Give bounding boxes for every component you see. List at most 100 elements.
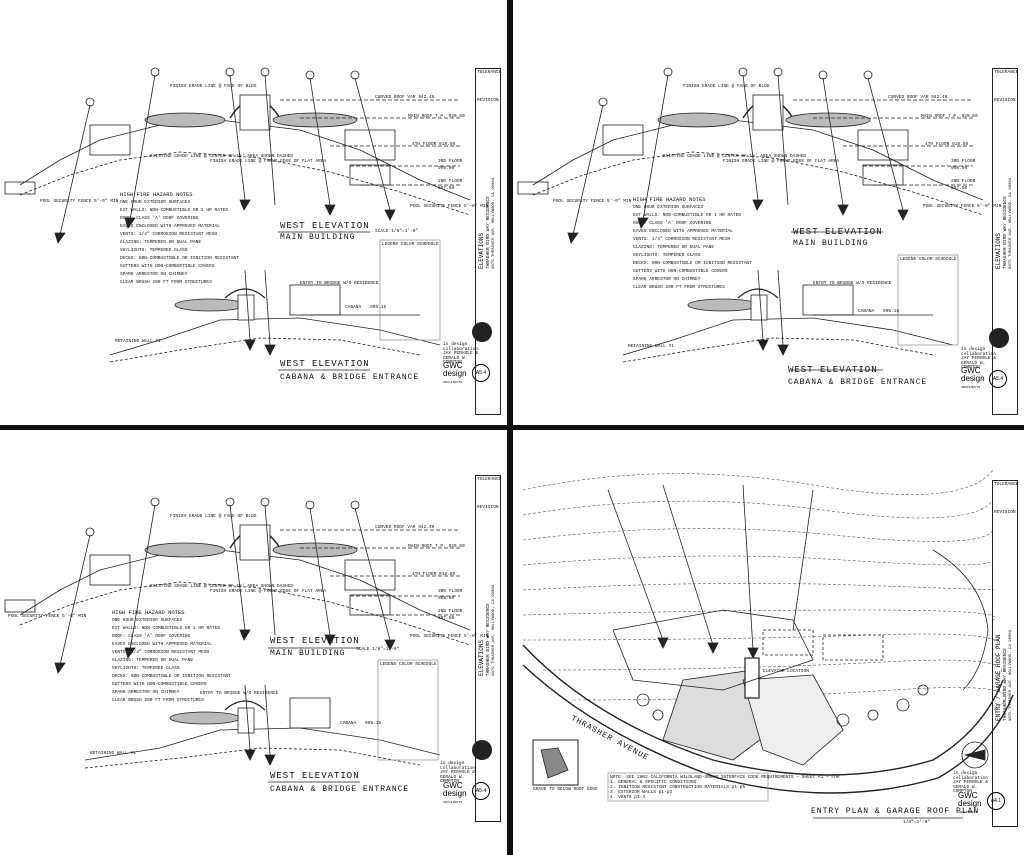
second-floor-elev: 897.50: [951, 186, 968, 191]
fire-note: CLEAR BRUSH 200 FT FROM STRUCTURES: [120, 280, 212, 285]
plan-note: 2. IGNITION RESISTANT CONSTRUCTION MATER…: [610, 785, 746, 790]
pool-fence-left-label: POOL SECURITY FENCE 5'-0" MIN: [8, 614, 87, 619]
plan-note: 1. GENERAL & SPECIFIC CONDITIONS: [610, 780, 697, 785]
fire-notes-title: HIGH FIRE HAZARD NOTES: [120, 191, 193, 198]
tb-title: ELEVATIONS: [478, 232, 485, 269]
elevation-drawing: [4, 497, 471, 783]
plan-note: NOTE: SEE 2002 CALIFORNIA WILDLAND-URBAN…: [610, 775, 840, 780]
fire-note: DECKS: NON-COMBUSTIBLE OR IGNITION RESIS…: [120, 256, 239, 261]
tb-project: THRASHER BIRD WAY RESIDENCE: [1003, 648, 1008, 721]
elevation-drawing: [4, 67, 471, 371]
entry-bridge-label: ENTRY TO BRIDGE W/O RESIDENCE: [813, 281, 892, 286]
retaining-wall-label: RETAINING WALL #1: [628, 344, 674, 349]
designer-credit: in design collaboration JAY PERHOLE & GE…: [443, 342, 479, 365]
fire-note: SPARK ARRESTOR ON CHIMNEY: [112, 690, 180, 695]
plan-note: 4. VENTS p1-4: [610, 795, 646, 800]
retaining-wall-label: RETAINING WALL #1: [90, 751, 136, 756]
tb-address: 9875 THRASHER AVE. HOLLYWOOD, CA 90069: [1009, 629, 1013, 721]
fire-note: SPARK ARRESTOR ON CHIMNEY: [633, 277, 701, 282]
fire-note: ONE HOUR EXTERIOR SURFACES: [633, 205, 704, 210]
fire-note: GLAZING: TEMPERED OR DUAL PANE: [112, 658, 194, 663]
tolerance-label: TOLERANCE: [994, 482, 1019, 487]
sheet-number: A5.4: [989, 370, 1007, 388]
firm-name: GWC: [958, 791, 978, 800]
tb-address: 9875 THRASHER AVE. HOLLYWOOD, CA 90069: [1009, 177, 1013, 269]
entry-bridge-label: ENTRY TO BRIDGE W/O RESIDENCE: [200, 691, 279, 696]
fire-note: GUTTERS WITH NON-COMBUSTIBLE COVERS: [633, 269, 728, 274]
third-floor-elev: 908.00: [951, 166, 968, 171]
plan-note: 3. EXTERIOR WALLS p1-p3: [610, 790, 673, 795]
north-dot: [472, 322, 492, 342]
tb-address: 9875 THRASHER AVE. HOLLYWOOD, CA 90069: [492, 177, 496, 269]
cabana-elevation-title: WEST ELEVATION: [270, 771, 360, 781]
cabana-elevation-subtitle: CABANA & BRIDGE ENTRANCE: [280, 373, 420, 382]
cabana-elevation-title: WEST ELEVATION: [788, 365, 878, 375]
firm-name-2: design: [958, 799, 982, 808]
main-roof-label: MAIN ROOF T.P. 929.50: [408, 114, 465, 119]
main-elevation-subtitle: MAIN BUILDING: [270, 649, 346, 658]
fire-note: DECKS: NON-COMBUSTIBLE OR IGNITION RESIS…: [633, 261, 752, 266]
fire-note: SKYLIGHTS: TEMPERED GLASS: [633, 253, 701, 258]
scale-label: SCALE 1/8"=1'-0": [356, 647, 400, 652]
notes-block-head: LEGEND COLOR SCHEDULE: [382, 242, 439, 247]
cabana-label: CABANA: [340, 721, 357, 726]
elevation-sheet-2: CURVED ROOF VAR 942.46 MAIN ROOF T.P. 92…: [513, 0, 1024, 425]
third-floor-label: 3RD FLOOR: [438, 159, 463, 164]
main-elevation-subtitle: MAIN BUILDING: [793, 239, 869, 248]
fire-note: SPARK ARRESTOR ON CHIMNEY: [120, 272, 188, 277]
existing-grade-label: EXISTING GRADE LINE @ CENTER OF 15' AREA…: [150, 154, 294, 159]
fire-note: GLAZING: TEMPERED OR DUAL PANE: [120, 240, 202, 245]
revision-label: REVISION: [477, 98, 499, 103]
main-elevation-title: WEST ELEVATION: [280, 221, 370, 231]
title-block: TOLERANCE REVISION ELEVATIONS THRASHER B…: [992, 68, 1018, 415]
tb-title: ELEVATIONS: [478, 639, 485, 676]
title-block: TOLERANCE REVISION ENTRY / GARAGE ROOF P…: [992, 480, 1018, 827]
fire-note: GLAZING: TEMPERED OR DUAL PANE: [633, 245, 715, 250]
second-floor-elev: 897.50: [438, 616, 455, 621]
curved-roof-label: CURVED ROOF VAR 942.46: [375, 95, 435, 100]
main-elevation-title: WEST ELEVATION: [793, 227, 883, 237]
firm-name-3: ARCHITECTS: [958, 810, 978, 814]
tb-title: ELEVATIONS: [995, 232, 1002, 269]
fire-note: ONE HOUR EXTERIOR SURFACES: [112, 618, 183, 623]
tolerance-label: TOLERANCE: [477, 70, 502, 75]
firm-name-2: design: [961, 374, 985, 383]
firm-name: GWC: [443, 781, 463, 790]
pool-fence-left-label: POOL SECURITY FENCE 5'-0" MIN: [40, 199, 119, 204]
fire-note: CLEAR BRUSH 200 FT FROM STRUCTURES: [112, 698, 204, 703]
finish-grade-face-label: FINISH GRADE LINE @ FACE OF BLDG: [170, 84, 257, 89]
key-map-caption: GRADE TO BELOW ROOF EDGE: [533, 787, 598, 792]
scale-label: SCALE 1/8"=1'-0": [375, 229, 419, 234]
fire-note: EXT WALLS: NON-COMBUSTIBLE OR 1 HR RATED: [120, 208, 229, 213]
fire-note: DECKS: NON-COMBUSTIBLE OR IGNITION RESIS…: [112, 674, 231, 679]
elevation-sheet-3: CURVED ROOF VAR 942.46 MAIN ROOF T.P. 92…: [0, 430, 507, 855]
fourth-floor-label: 4TH FLOOR 919.50: [412, 142, 456, 147]
designer-credit: in design collaboration JAY PERHOLE & GE…: [440, 761, 476, 784]
fire-note: CLEAR BRUSH 200 FT FROM STRUCTURES: [633, 285, 725, 290]
second-floor-elev: 897.50: [438, 186, 455, 191]
cabana-elevation-subtitle: CABANA & BRIDGE ENTRANCE: [788, 378, 928, 387]
fire-note: VENTS: 1/4" CORROSION RESISTANT MESH: [112, 650, 210, 655]
fire-note: EAVES ENCLOSED WITH APPROVED MATERIAL: [112, 642, 212, 647]
pool-fence-right-label: POOL SECURITY FENCE 5'-0" MIN: [923, 204, 1002, 209]
tb-address: 9875 THRASHER AVE. HOLLYWOOD, CA 90069: [492, 584, 496, 676]
fire-note: EXT WALLS: NON-COMBUSTIBLE OR 1 HR RATED: [633, 213, 742, 218]
main-roof-label: MAIN ROOF T.P. 929.50: [408, 544, 465, 549]
north-dot: [472, 740, 492, 760]
fire-note: EAVES ENCLOSED WITH APPROVED MATERIAL: [633, 229, 733, 234]
north-dot: [989, 328, 1009, 348]
finish-grade-face-label: FINISH GRADE LINE @ FACE OF BLDG: [170, 514, 257, 519]
title-block: TOLERANCE REVISION ELEVATIONS THRASHER B…: [475, 475, 501, 822]
fire-note: EAVES ENCLOSED WITH APPROVED MATERIAL: [120, 224, 220, 229]
firm-logo: GWC design ARCHITECTS: [961, 367, 985, 391]
elevation-sheet-1: CURVED ROOF VAR 942.46 MAIN ROOF T.P. 92…: [0, 0, 507, 425]
second-floor-label: 2ND FLOOR: [951, 179, 976, 184]
curved-roof-label: CURVED ROOF VAR 942.46: [888, 95, 948, 100]
fire-notes-title: HIGH FIRE HAZARD NOTES: [633, 196, 706, 203]
firm-name-3: ARCHITECTS: [961, 385, 981, 389]
tolerance-label: TOLERANCE: [477, 477, 502, 482]
main-elevation-title: WEST ELEVATION: [270, 636, 360, 646]
sheet-number: A5.4: [472, 364, 490, 382]
third-floor-label: 3RD FLOOR: [438, 589, 463, 594]
second-floor-label: 2ND FLOOR: [438, 179, 463, 184]
